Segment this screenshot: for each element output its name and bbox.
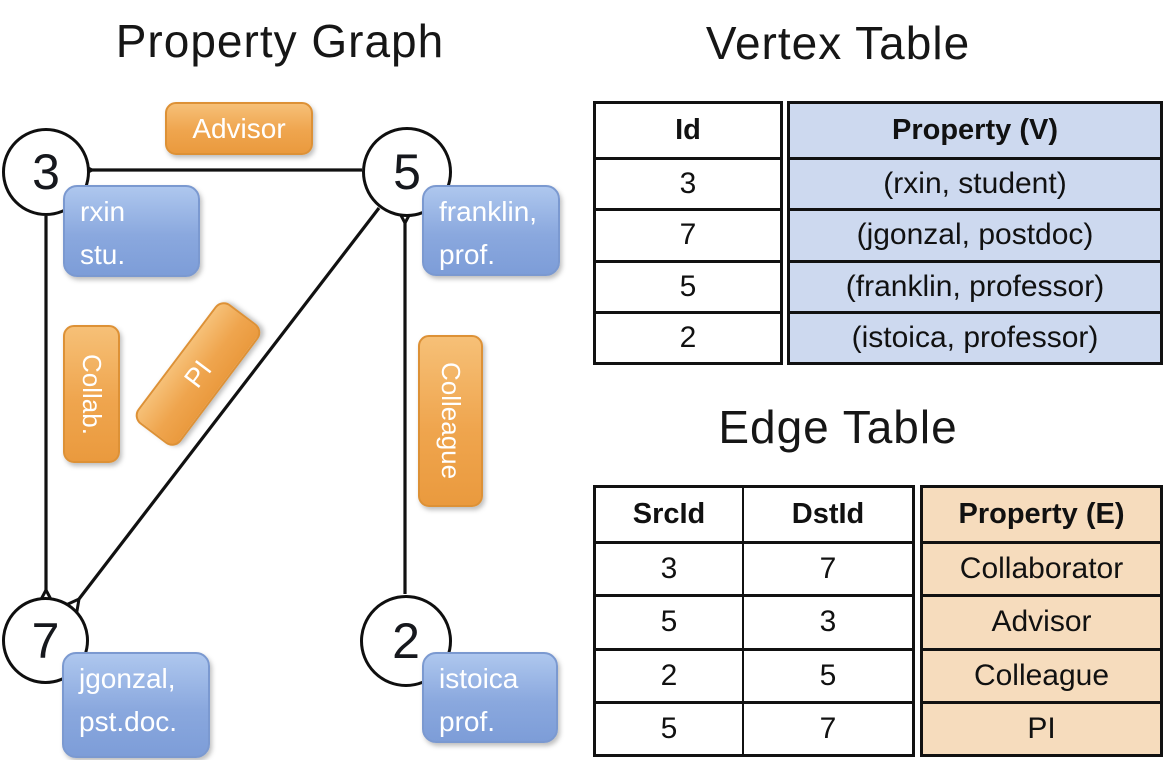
vertex-table-cell-id: 2 <box>596 310 780 362</box>
node-id-label: 3 <box>32 144 60 200</box>
vertex-table-cell-id: 5 <box>596 259 780 311</box>
vertex-table-id-header: Id <box>596 104 780 160</box>
node-id-label: 5 <box>393 144 421 200</box>
edge-pi-arrow-5-to-7 <box>79 207 381 599</box>
property-line: istoica <box>439 663 519 694</box>
vertex-table-cell-property: (istoica, professor) <box>790 310 1160 362</box>
node-id-label: 2 <box>392 613 420 669</box>
edge-label-text: Colleague <box>436 362 466 480</box>
vertex-table-cell-property: (rxin, student) <box>883 167 1067 201</box>
vertex-table-cell-property: (franklin, professor) <box>790 259 1160 311</box>
edge-label-collab: Collab. <box>63 325 120 463</box>
edge-table-cell-dst: 5 <box>744 647 912 701</box>
edge-table-cell-dst: 3 <box>744 594 912 647</box>
vertex-table-id-column: Id 3 7 5 2 <box>593 101 783 365</box>
edge-table-cell-property: Collaborator <box>959 552 1124 586</box>
vertex-table-property-header: Property (V) <box>790 104 1160 160</box>
property-graph-title: Property Graph <box>115 15 445 67</box>
edge-label-text: PI <box>177 354 218 393</box>
edge-label-colleague: Colleague <box>418 335 483 507</box>
property-line: prof. <box>439 239 496 271</box>
edge-table-cell-src: 5 <box>596 700 744 754</box>
edge-label-text: Advisor <box>192 112 286 144</box>
edge-table-cell-src: 2 <box>596 647 744 701</box>
vertex-table-cell-property: (jgonzal, postdoc) <box>790 208 1160 259</box>
edge-table-id-columns: SrcId DstId 3 7 5 3 2 5 5 7 <box>593 485 915 757</box>
edge-table-cell-property: PI <box>923 700 1160 754</box>
node-2-property-box: istoica prof. <box>422 652 558 743</box>
edge-table-cell-dst: 7 <box>744 700 912 754</box>
edge-table-cell-property: Colleague <box>923 647 1160 701</box>
edge-table-dstid-header: DstId <box>791 498 865 530</box>
property-line: franklin, <box>439 196 538 227</box>
edge-label-advisor: Advisor <box>165 102 313 155</box>
edge-table-property-column: Property (E) Collaborator Advisor Collea… <box>920 485 1163 757</box>
edge-label-text: Collab. <box>77 353 107 435</box>
property-line: stu. <box>80 239 126 271</box>
edge-table-title: Edge Table <box>718 401 958 453</box>
node-7-property-box: jgonzal, pst.doc. <box>62 652 210 758</box>
edge-table-cell-property: Advisor <box>923 594 1160 647</box>
edge-table-cell-src: 3 <box>596 541 744 595</box>
edge-table-property-header: Property (E) <box>923 488 1160 544</box>
node-5-property-box: franklin, prof. <box>422 185 560 276</box>
node-id-label: 7 <box>31 612 60 669</box>
property-line: prof. <box>439 706 496 738</box>
node-3-property-box: rxin stu. <box>63 185 200 277</box>
property-line: pst.doc. <box>79 706 178 738</box>
vertex-table-title: Vertex Table <box>705 17 971 69</box>
edge-table-cell-src: 5 <box>596 594 744 648</box>
property-line: rxin <box>80 196 126 227</box>
edge-table-srcid-header: SrcId <box>596 488 744 541</box>
property-line: jgonzal, <box>79 663 176 694</box>
edge-table-cell-dst: 7 <box>744 541 912 594</box>
vertex-table-property-column: Property (V) (rxin, student) (jgonzal, p… <box>787 101 1163 365</box>
vertex-table-cell-id: 7 <box>596 208 780 259</box>
vertex-table-cell-id: 3 <box>679 167 697 201</box>
